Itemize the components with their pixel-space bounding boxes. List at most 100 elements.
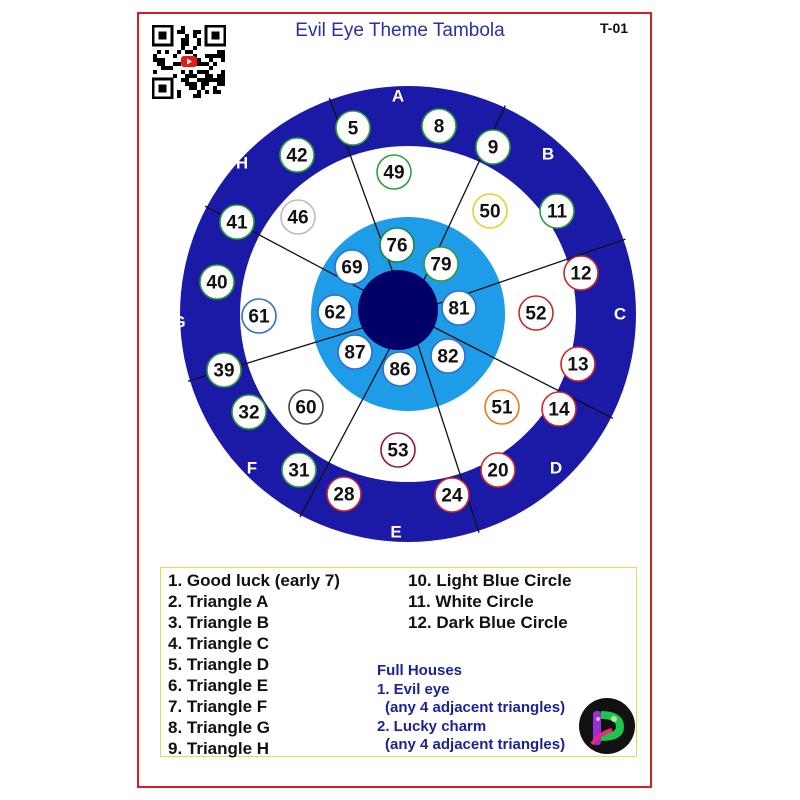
white-number-53[interactable]: 53: [380, 432, 416, 468]
svg-text:49: 49: [383, 163, 404, 184]
sector-label-f: F: [247, 459, 257, 478]
full-house-line: (any 4 adjacent triangles): [385, 699, 566, 716]
svg-text:52: 52: [525, 304, 546, 325]
svg-text:20: 20: [487, 461, 508, 482]
sector-label-e: E: [390, 523, 401, 542]
page-title: Evil Eye Theme Tambola: [295, 20, 505, 41]
svg-text:24: 24: [441, 486, 463, 507]
svg-text:79: 79: [430, 255, 451, 276]
light-blue-number-62[interactable]: 62: [317, 294, 353, 330]
prize-item: 6. Triangle E: [168, 676, 269, 695]
prize-item: 11. White Circle: [408, 592, 534, 611]
sector-label-c: C: [614, 305, 626, 324]
svg-text:60: 60: [295, 398, 316, 419]
white-number-60[interactable]: 60: [288, 389, 324, 425]
svg-text:12: 12: [570, 264, 591, 285]
prize-legend: [160, 567, 637, 757]
light-blue-number-81[interactable]: 81: [441, 290, 477, 326]
white-number-51[interactable]: 51: [484, 389, 520, 425]
sector-label-g: G: [172, 313, 185, 332]
svg-text:28: 28: [333, 485, 354, 506]
svg-text:46: 46: [287, 208, 308, 229]
prize-item: 8. Triangle G: [168, 718, 271, 737]
prize-item: 7. Triangle F: [168, 697, 268, 716]
svg-text:8: 8: [434, 117, 445, 138]
light-blue-number-86[interactable]: 86: [382, 351, 418, 387]
white-number-50[interactable]: 50: [472, 193, 508, 229]
svg-text:62: 62: [324, 303, 345, 324]
outer-number-11[interactable]: 11: [539, 193, 575, 229]
sector-label-d: D: [550, 459, 562, 478]
outer-number-20[interactable]: 20: [480, 452, 516, 488]
brand-logo: [579, 698, 635, 754]
light-blue-number-69[interactable]: 69: [334, 249, 370, 285]
svg-text:76: 76: [386, 236, 407, 257]
svg-text:81: 81: [448, 299, 470, 320]
pupil: [358, 270, 438, 350]
sector-label-h: H: [236, 154, 248, 173]
svg-text:86: 86: [389, 360, 410, 381]
white-number-46[interactable]: 46: [280, 199, 316, 235]
svg-text:51: 51: [491, 398, 513, 419]
svg-text:61: 61: [248, 307, 270, 328]
svg-text:53: 53: [387, 441, 408, 462]
prize-item: 4. Triangle C: [168, 634, 270, 653]
svg-text:14: 14: [548, 400, 570, 421]
play-icon: [181, 56, 197, 67]
svg-text:41: 41: [226, 213, 248, 234]
white-number-61[interactable]: 61: [241, 298, 277, 334]
svg-text:13: 13: [567, 355, 588, 376]
white-number-52[interactable]: 52: [518, 295, 554, 331]
sector-labels: A B C D E F G H: [172, 87, 626, 542]
prize-item: 1. Good luck (early 7): [168, 571, 340, 590]
sector-label-a: A: [392, 87, 404, 106]
outer-number-13[interactable]: 13: [560, 346, 596, 382]
full-house-line: 1. Evil eye: [377, 681, 450, 698]
outer-number-28[interactable]: 28: [326, 476, 362, 512]
light-blue-number-87[interactable]: 87: [337, 334, 373, 370]
svg-text:40: 40: [206, 273, 227, 294]
outer-number-14[interactable]: 14: [541, 391, 577, 427]
svg-text:39: 39: [213, 361, 234, 382]
outer-number-32[interactable]: 32: [231, 394, 267, 430]
prize-item: 10. Light Blue Circle: [408, 571, 572, 590]
outer-number-31[interactable]: 31: [281, 452, 317, 488]
prize-item: 3. Triangle B: [168, 613, 270, 632]
svg-text:82: 82: [437, 347, 458, 368]
svg-text:5: 5: [348, 119, 359, 140]
prize-item: 9. Triangle H: [168, 739, 270, 758]
full-house-line: (any 4 adjacent triangles): [385, 736, 566, 753]
outer-number-24[interactable]: 24: [434, 477, 470, 513]
full-houses-title: Full Houses: [377, 662, 463, 679]
svg-text:50: 50: [479, 202, 500, 223]
sector-label-b: B: [542, 145, 554, 164]
svg-text:32: 32: [238, 403, 259, 424]
prize-item: 5. Triangle D: [168, 655, 270, 674]
prize-item: 2. Triangle A: [168, 592, 269, 611]
light-blue-number-79[interactable]: 79: [423, 246, 459, 282]
outer-number-41[interactable]: 41: [219, 204, 255, 240]
svg-text:69: 69: [341, 258, 362, 279]
svg-text:11: 11: [547, 202, 568, 223]
qr-code: [152, 25, 226, 99]
ticket-code: T-01: [600, 20, 629, 36]
outer-number-8[interactable]: 8: [421, 108, 457, 144]
svg-text:42: 42: [286, 146, 307, 167]
outer-number-39[interactable]: 39: [206, 352, 242, 388]
outer-number-5[interactable]: 5: [335, 110, 371, 146]
prize-item: 12. Dark Blue Circle: [408, 613, 568, 632]
svg-text:9: 9: [488, 138, 499, 159]
full-house-line: 2. Lucky charm: [377, 718, 487, 735]
white-number-49[interactable]: 49: [376, 154, 412, 190]
light-blue-number-76[interactable]: 76: [379, 227, 415, 263]
svg-text:31: 31: [288, 461, 310, 482]
outer-number-9[interactable]: 9: [475, 129, 511, 165]
light-blue-number-82[interactable]: 82: [430, 338, 466, 374]
outer-number-40[interactable]: 40: [199, 264, 235, 300]
outer-number-42[interactable]: 42: [279, 137, 315, 173]
outer-number-12[interactable]: 12: [563, 255, 599, 291]
sector-divider: [407, 313, 614, 419]
svg-text:87: 87: [344, 343, 365, 364]
